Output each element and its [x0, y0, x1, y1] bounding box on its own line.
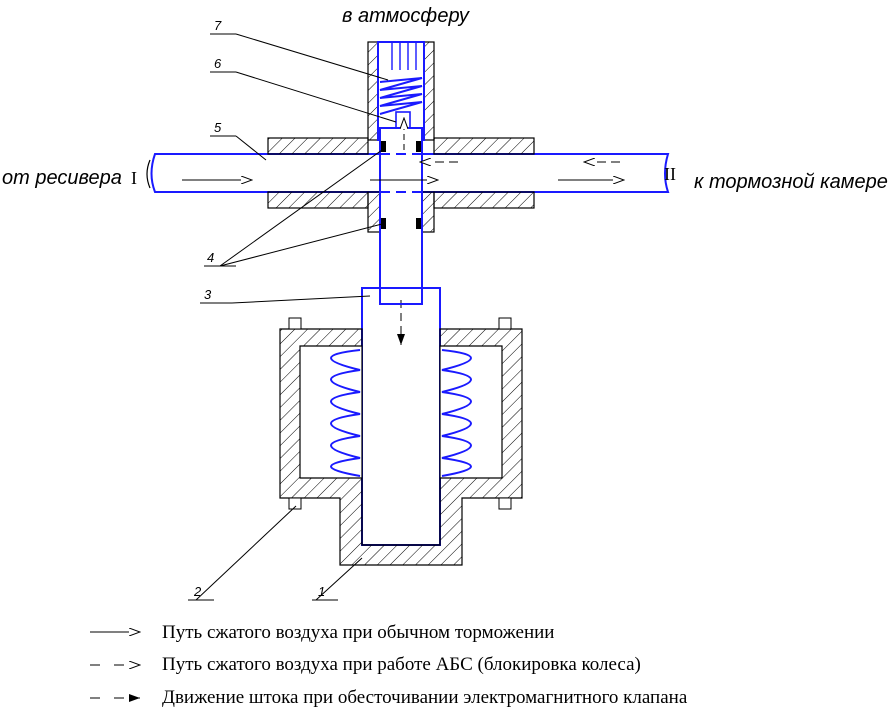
- exhaust-spring: [379, 77, 423, 115]
- right-spring: [441, 349, 472, 477]
- label-from-receiver: от ресивера: [2, 167, 122, 189]
- callout-1: 1: [318, 584, 325, 599]
- pipe-housing: [267, 137, 535, 233]
- bolts: [288, 317, 512, 510]
- label-to-brake-chamber: к тормозной камере: [694, 171, 888, 193]
- legend-item-2: Путь сжатого воздуха при работе АБС (бло…: [162, 654, 641, 675]
- label-port-in: I: [131, 168, 137, 188]
- flow-arrows: [182, 118, 624, 345]
- callout-leaders: [188, 33, 397, 601]
- legend: Путь сжатого воздуха при обычном торможе…: [90, 622, 688, 708]
- callout-2: 2: [193, 584, 202, 599]
- callout-5: 5: [214, 120, 222, 135]
- callout-6: 6: [214, 56, 222, 71]
- valve-seat: [395, 111, 411, 129]
- left-spring: [330, 349, 361, 477]
- label-to-atmosphere: в атмосферу: [342, 5, 470, 27]
- legend-item-1: Путь сжатого воздуха при обычном торможе…: [162, 622, 554, 643]
- label-port-out: II: [664, 164, 676, 184]
- lower-housing: [279, 328, 523, 566]
- seals: [381, 141, 421, 229]
- callout-3: 3: [204, 287, 212, 302]
- legend-item-3: Движение штока при обесточивании электро…: [162, 687, 688, 708]
- valve-stem: [379, 127, 423, 289]
- callout-4: 4: [207, 250, 214, 265]
- callout-7: 7: [214, 18, 222, 33]
